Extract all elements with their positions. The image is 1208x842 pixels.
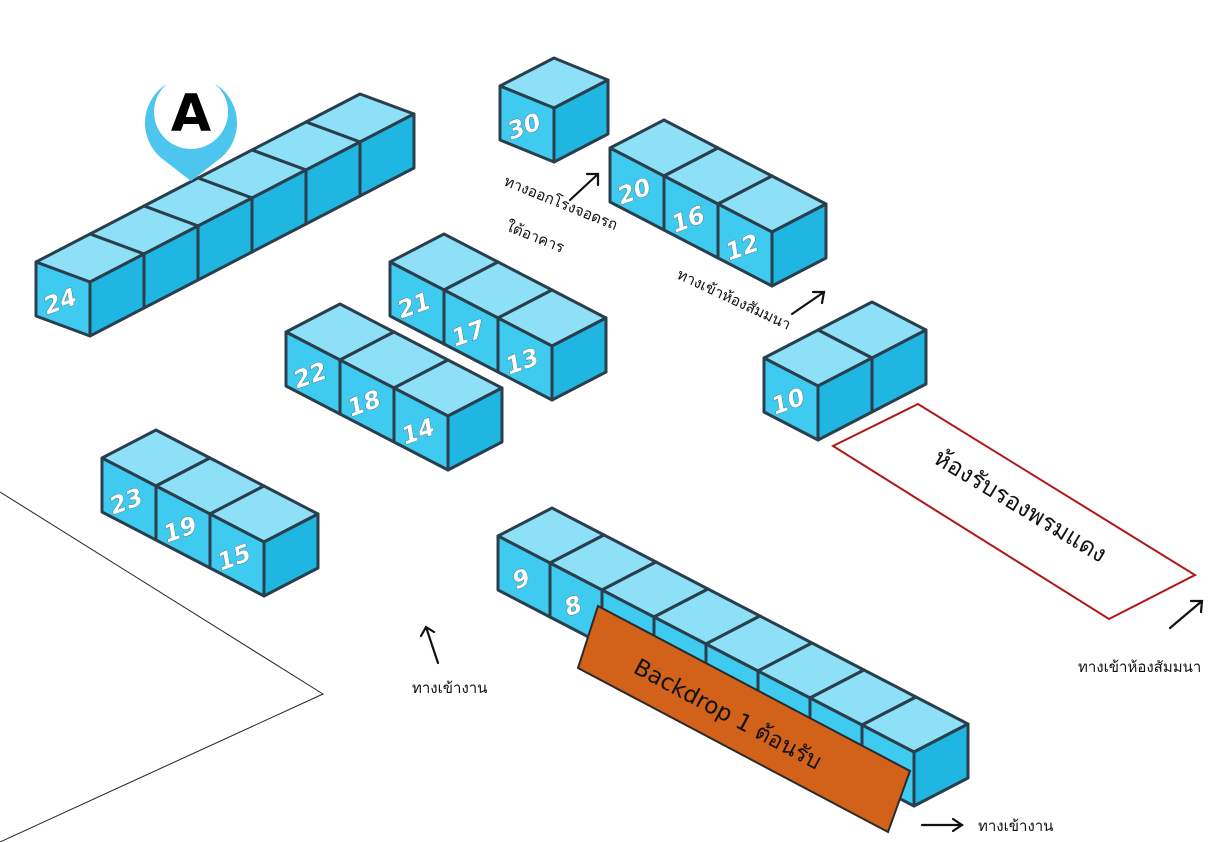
booth-front-face (34, 260, 92, 338)
entrance-bottom-label: ทางเข้างาน (978, 817, 1053, 835)
booth-24[interactable]: 24 (34, 232, 146, 338)
booth-10[interactable]: 10 (762, 328, 874, 442)
seminar-entrance-right-label: ทางเข้าห้องสัมมนา (1078, 658, 1201, 676)
entrance-middle-label: ทางเข้างาน (412, 679, 487, 697)
marker-inner-circle (154, 75, 228, 149)
marker-letter: A (171, 84, 211, 144)
booth-14[interactable]: 14 (392, 358, 504, 472)
booth-row-9-1: 98754321 (496, 506, 970, 808)
booth-13[interactable]: 13 (496, 288, 608, 402)
arrow-seminar-top-icon (790, 290, 826, 316)
vip-room (830, 402, 1198, 621)
backdrop-panel (576, 604, 912, 834)
arrow-exit-parking-icon (568, 172, 600, 202)
booth-12[interactable]: 12 (716, 174, 828, 288)
booth-front-face (208, 512, 266, 598)
booth-row-24-29: 292827262524 (34, 92, 416, 338)
location-marker-a[interactable]: A (145, 75, 237, 181)
booth-30[interactable]: 30 (498, 56, 610, 164)
arrow-entrance-middle-icon (419, 625, 440, 665)
booth-front-face (392, 386, 450, 472)
booth-front-face (498, 84, 556, 164)
booth-15[interactable]: 15 (208, 484, 320, 598)
booth-30: 30 (498, 56, 610, 164)
booth-front-face (496, 316, 554, 402)
booth-row-10-11: 1110 (762, 300, 928, 442)
booth-front-face (762, 356, 820, 442)
exit-parking-label-2: ใต้อาคาร (504, 217, 567, 257)
booth-front-face (716, 202, 774, 288)
arrow-seminar-right-icon (1168, 599, 1204, 630)
floor-outline (0, 491, 325, 842)
arrow-entrance-bottom-icon (920, 817, 964, 833)
